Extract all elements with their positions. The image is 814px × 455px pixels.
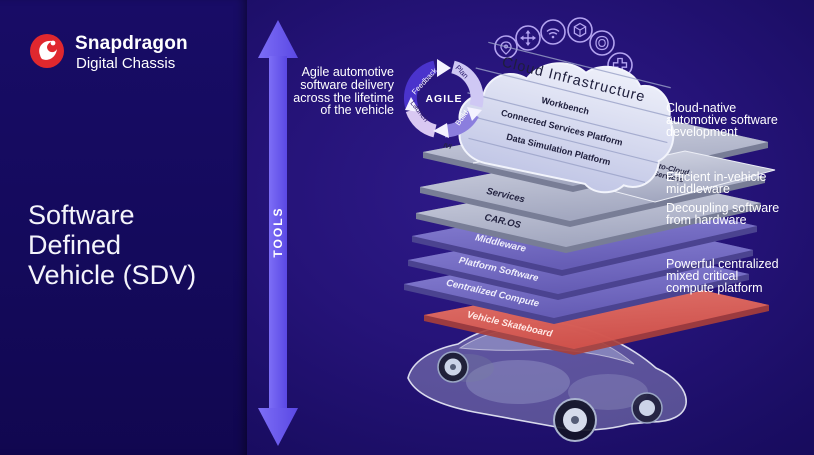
annotation-compute-platform: Powerful centralized mixed critical comp… [666, 257, 779, 295]
agile-center-label: AGILE [425, 93, 462, 105]
tools-arrow-icon [258, 20, 298, 446]
page-title-line: Vehicle (SDV) [28, 260, 197, 290]
move-arrows-icon [515, 25, 541, 51]
agile-caption-line: software delivery [300, 77, 394, 92]
agile-cycle-diagram: Feedback Plan Build Launch AGILE [403, 59, 484, 138]
page-title: Software Defined Vehicle (SDV) [28, 200, 196, 290]
snapdragon-logo-icon [30, 34, 64, 68]
tools-arrow-label: TOOLS [271, 206, 285, 258]
cube-icon [567, 17, 593, 43]
agile-caption-line: Agile automotive [301, 65, 394, 79]
annotation-line: mixed critical [666, 268, 739, 283]
layer-sublabel-ivi: IVI [443, 142, 453, 151]
wifi-icon [540, 19, 566, 45]
cloud-infrastructure: Cloud Infrastructure Workbench Connected… [458, 17, 675, 194]
agile-caption-line: of the vehicle [320, 103, 394, 118]
agile-caption-line: across the lifetime [293, 90, 394, 105]
annotation-line: Decoupling software [666, 201, 780, 215]
annotation-cloud-native: Cloud-native automotive software develop… [666, 101, 778, 139]
brand-name: Snapdragon [75, 33, 188, 54]
security-shield-icon [589, 30, 615, 56]
annotation-line: automotive software [666, 112, 778, 127]
page-title-line: Defined [28, 230, 122, 260]
annotation-line: middleware [666, 181, 730, 196]
annotation-middleware: Efficient in-vehicle middleware [666, 170, 767, 196]
left-panel [0, 0, 247, 455]
annotation-line: from hardware [666, 212, 747, 227]
annotation-line: Powerful centralized [666, 257, 779, 271]
annotation-decoupling: Decoupling software from hardware [666, 201, 780, 227]
brand-subtitle: Digital Chassis [76, 55, 176, 72]
annotation-line: compute platform [666, 280, 763, 295]
annotation-line: Cloud-native [666, 101, 737, 115]
page-title-line: Software [28, 200, 135, 230]
annotation-line: Efficient in-vehicle [666, 170, 767, 184]
agile-caption: Agile automotive software delivery acros… [276, 66, 394, 117]
annotation-line: development [666, 124, 738, 139]
